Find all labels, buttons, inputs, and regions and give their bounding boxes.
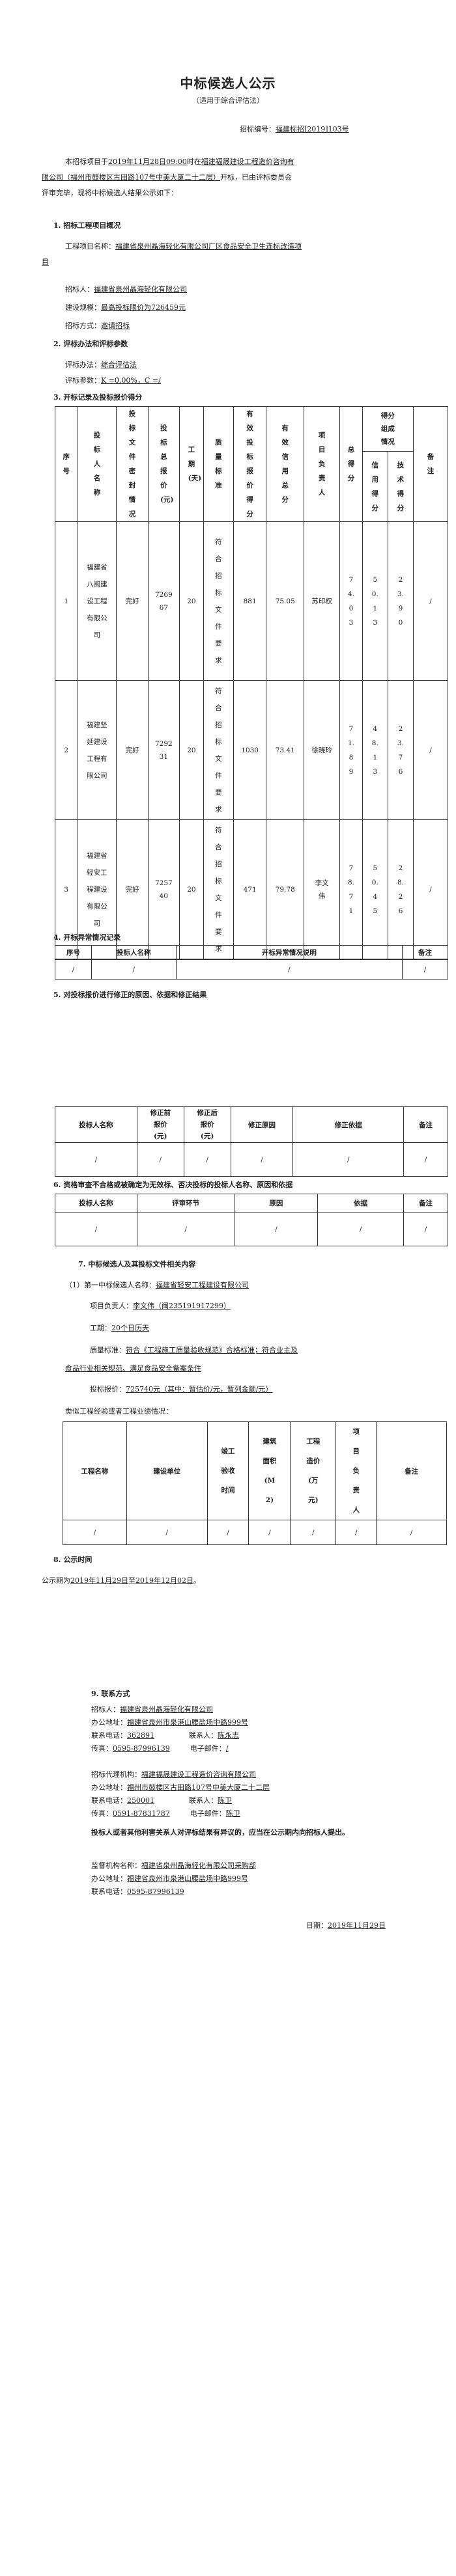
- intro-line-1: 本招标项目于2019年11月28日09:00时在福建福晟建设工程造价咨询有: [65, 158, 294, 166]
- section-2-heading: 2. 评标办法和评标参数: [53, 340, 128, 348]
- table-row: //////: [55, 1142, 448, 1177]
- table-row: ///////: [63, 1520, 447, 1545]
- table-row: 2 福建坚延建设工程有限公司 完好 729231 20 符合招标文件要求 103…: [55, 680, 449, 820]
- owner-contact-fax: 传真：0595-87996139 电子邮件：/: [91, 1744, 229, 1753]
- intro-line-2: 限公司（福州市鼓楼区古田路107号中美大厦二十二层）开标，已由评标委员会: [42, 173, 292, 182]
- section-9-heading: 9. 联系方式: [91, 1690, 130, 1698]
- method-line: 招标方式：邀请招标: [65, 322, 130, 330]
- owner-contact-tel: 联系电话：362891 联系人：陈永志: [91, 1731, 239, 1740]
- header-eff-score: 有效投标报价得分: [233, 406, 267, 522]
- intro-line-3: 评审完毕，现将中标候选人结果公示如下：: [42, 189, 178, 197]
- candidate-perf-label: 类似工程经验或者工程业绩情况：: [65, 1407, 173, 1416]
- eval-method-line: 评标办法：综合评估法: [65, 361, 137, 369]
- header-bidder: 投标人名称: [77, 406, 117, 522]
- candidate-price-line: 投标报价：725740元（其中：暂估价/元，暂列金额/元）: [90, 1385, 273, 1393]
- bid-exception-table: 序号 投标人名称 开标异常情况说明 备注 ////: [55, 945, 448, 980]
- header-total: 总得分: [339, 406, 363, 522]
- page-subtitle: （适用于综合评估法）: [192, 96, 264, 105]
- section-3-heading: 3. 开标记录及投标报价得分: [53, 393, 143, 402]
- candidate-line: （1）第一中标候选人名称：福建省轻安工程建设有限公司: [65, 1281, 249, 1289]
- section-1-heading: 1. 招标工程项目概况: [53, 221, 121, 230]
- agent-contact-address: 办公地址：福州市鼓楼区古田路107号中美大厦二十二层: [91, 1783, 270, 1792]
- agent-contact-name: 招标代理机构：福建福晟建设工程造价咨询有限公司: [91, 1770, 256, 1779]
- section-6-heading: 6. 资格审查不合格或被确定为无效标、否决投标的投标人名称、原因和依据: [53, 1181, 293, 1189]
- performance-table: 工程名称 建设单位 竣工验收时间 建筑面积(M2) 工程造价(万元) 项目负责人…: [63, 1421, 447, 1545]
- page-title: 中标候选人公示: [180, 75, 276, 91]
- table-row: 1 福建省八闽建设工程有限公司 完好 726967 20 符合招标文件要求 88…: [55, 521, 449, 681]
- header-doc-status: 投标文件密封情况: [116, 406, 149, 522]
- section-8-heading: 8. 公示时间: [53, 1555, 93, 1564]
- bid-number: 招标编号：福建标招[2019]103号: [240, 125, 349, 133]
- owner-contact-address: 办公地址：福建省泉州市泉港山腰盐场中路999号: [91, 1718, 248, 1727]
- header-manager: 项目负责人: [303, 406, 341, 522]
- header-period: 工期(天): [179, 406, 204, 522]
- project-name-line: 工程项目名称：福建省泉州晶海轻化有限公司厂区食品安全卫生连标改造项: [65, 242, 302, 251]
- supervisor-address: 办公地址：福建省泉州市泉港山腰盐场中路999号: [91, 1874, 248, 1883]
- header-group-score: 得分组成情况: [362, 405, 414, 452]
- header-tech: 技术得分: [387, 451, 414, 522]
- candidate-quality-line-2: 食品行业相关规范、满足食品安全备案条件: [65, 1364, 201, 1373]
- supervisor-name: 监督机构名称：福建省泉州晶海轻化有限公司采购部: [91, 1861, 256, 1870]
- agent-contact-fax: 传真：0591-87831787 电子邮件：陈卫: [91, 1809, 240, 1818]
- table-row: ////: [55, 959, 448, 980]
- publicity-period-line: 公示期为2019年11月29日至2019年12月02日。: [42, 1576, 201, 1585]
- disqualified-table: 投标人名称 评审环节 原因 依据 备注 /////: [55, 1194, 448, 1246]
- owner-contact-name: 招标人：福建省泉州晶海轻化有限公司: [91, 1705, 213, 1714]
- candidate-period-line: 工期：20个日历天: [90, 1324, 149, 1332]
- section-4-heading: 4. 开标异常情况记录: [53, 933, 121, 942]
- objection-note: 投标人或者其他利害关系人对评标结果有异议的，应当在公示期内向招标人提出。: [91, 1828, 349, 1837]
- budget-line: 建设规模：最高投标限价为726459元: [65, 303, 186, 312]
- candidate-quality-line: 质量标准：符合《工程施工质量验收规范》合格标准；符合业主及: [90, 1346, 298, 1354]
- notice-date: 日期：2019年11月29日: [306, 1921, 386, 1930]
- supervisor-tel: 联系电话：0595-87996139: [91, 1887, 184, 1896]
- section-5-heading: 5. 对投标报价进行修正的原因、依据和修正结果: [53, 991, 207, 999]
- bid-record-table: 序号 投标人名称 投标文件密封情况 投标总报价(元) 工期(天) 质量标准 有效…: [55, 405, 449, 959]
- header-seq: 序号: [55, 406, 78, 522]
- agent-contact-tel: 联系电话：250001 联系人：陈卫: [91, 1796, 232, 1805]
- header-credit-score: 有效信用总分: [266, 406, 304, 522]
- header-price: 投标总报价(元): [147, 406, 180, 522]
- table-row: /////: [55, 1212, 448, 1246]
- eval-param-line: 评标参数：K =0.00%，C =/: [65, 376, 161, 385]
- table-row: 3 福建省轻安工程建设有限公司 完好 725740 20 符合招标文件要求 47…: [55, 819, 449, 959]
- candidate-manager-line: 项目负责人：李文伟（闽235191917299）: [90, 1302, 231, 1310]
- owner-line: 招标人：福建省泉州晶海轻化有限公司: [65, 285, 187, 294]
- section-7-heading: 7. 中标候选人及其投标文件相关内容: [78, 1260, 196, 1268]
- header-credit: 信用得分: [362, 451, 388, 522]
- header-remark: 备注: [412, 406, 449, 522]
- project-name-line-2: 目: [42, 258, 49, 266]
- header-quality: 质量标准: [203, 406, 234, 522]
- price-correction-table: 投标人名称 修正前报价(元) 修正后报价(元) 修正原因 修正依据 备注 ///…: [55, 1106, 448, 1177]
